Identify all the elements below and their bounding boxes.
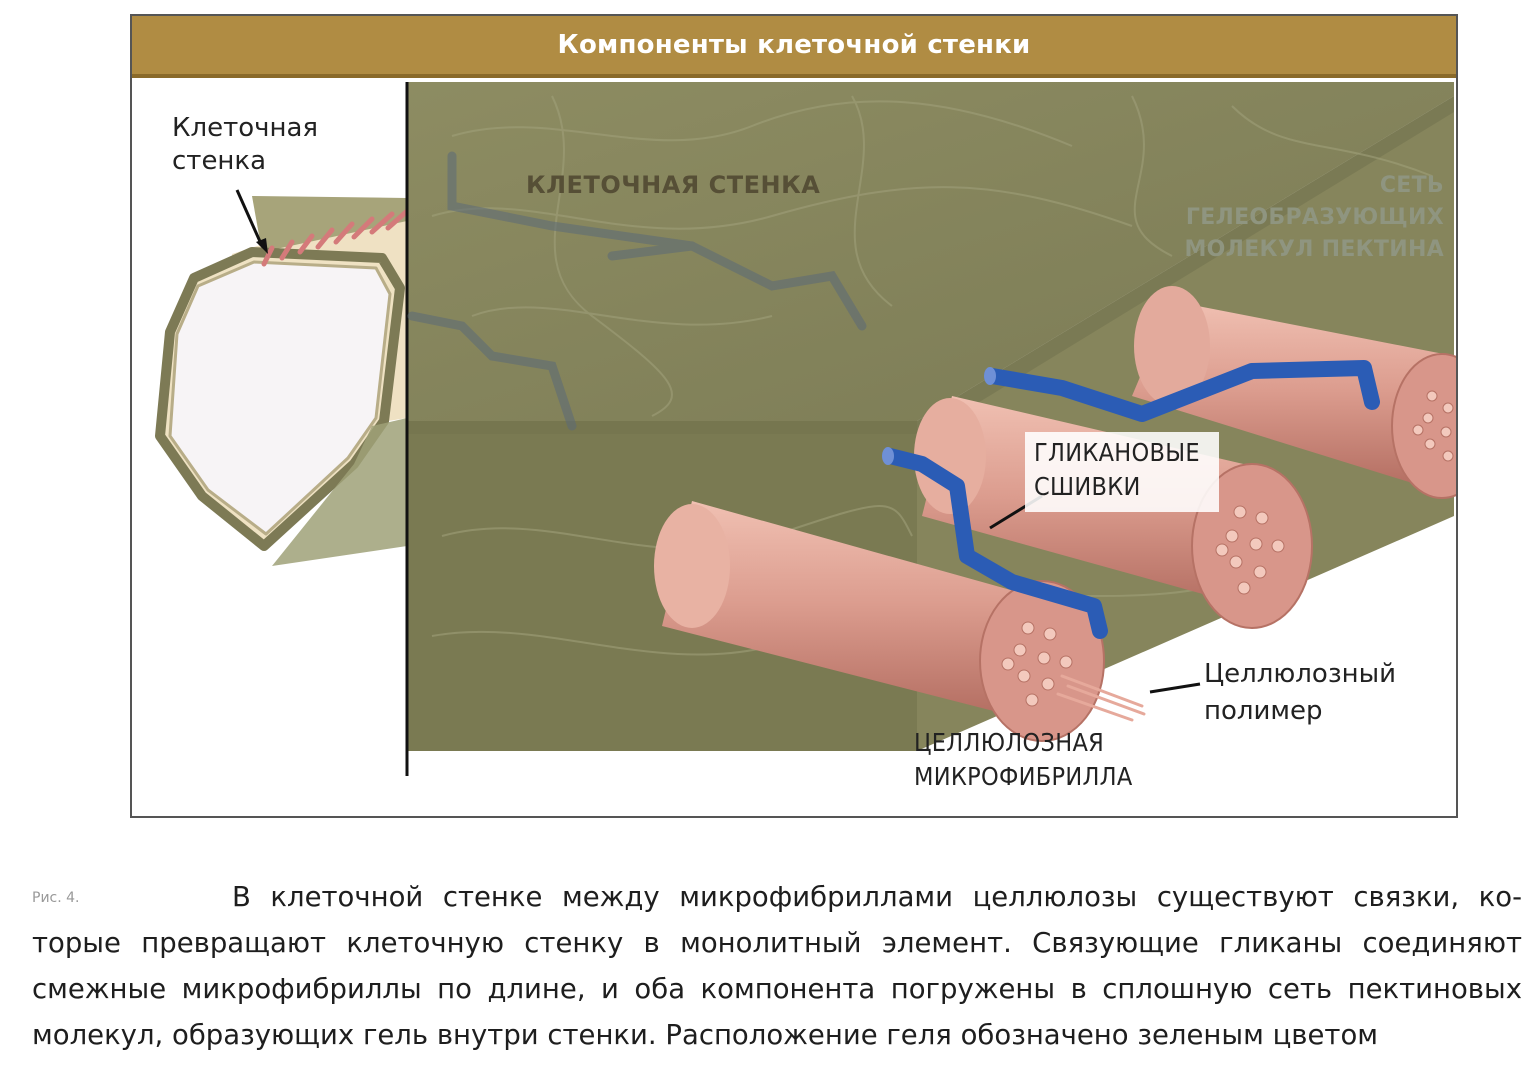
- microfibril-front: [654, 501, 1146, 742]
- gel-top-face: [407, 82, 1454, 421]
- caption-line-3: смежные микрофибриллы по длине, и оба ко…: [32, 973, 1522, 1005]
- microfibril-label-line2: МИКРОФИБРИЛЛА: [914, 762, 1133, 791]
- glycan-crosslinks: [882, 360, 1380, 639]
- figure-panel: Компоненты клеточной стенки Клеточная ст…: [130, 14, 1458, 818]
- glycan-crosslinks-label: ГЛИКАНОВЫЕ СШИВКИ: [1034, 436, 1200, 504]
- pectin-label-line1: СЕТЬ: [1379, 173, 1444, 198]
- figure-caption: В клеточной стенке между микрофибриллами…: [32, 874, 1522, 1058]
- cell-wall-pointer: [235, 189, 264, 247]
- caption-line-2: торые превращают клеточную стенку в моно…: [32, 927, 1522, 959]
- cell-wall-label: Клеточная стенка: [172, 112, 318, 178]
- caption-line-1: В клеточной стенке между микрофибриллами…: [232, 881, 1522, 913]
- glycan-label-line2: СШИВКИ: [1034, 472, 1141, 501]
- microfibril-label-line1: ЦЕЛЛЮЛОЗНАЯ: [914, 728, 1105, 757]
- pectin-label-line3: МОЛЕКУЛ ПЕКТИНА: [1184, 237, 1444, 262]
- glycan-label-backdrop: [1025, 432, 1219, 512]
- cell-tube: [155, 196, 409, 566]
- embedded-glycans: [407, 151, 867, 431]
- polymer-label-line1: Целлюлозный: [1204, 659, 1397, 689]
- cellulose-polymer-strands: [1056, 674, 1146, 722]
- microfibril-back: [1132, 286, 1456, 499]
- polymer-label-line2: полимер: [1204, 696, 1323, 726]
- caption-line-4: молекул, образующих гель внутри стенки. …: [32, 1019, 1379, 1051]
- cellulose-microfibril-label: ЦЕЛЛЮЛОЗНАЯ МИКРОФИБРИЛЛА: [914, 726, 1133, 794]
- figure-number: Рис. 4.: [32, 890, 80, 906]
- cell-wall-diagram: [155, 82, 1456, 776]
- cell-wall-pointer-head: [256, 238, 268, 254]
- inner-cell-wall-label: КЛЕТОЧНАЯ СТЕНКА: [526, 171, 821, 199]
- cell-wall-label-line1: Клеточная: [172, 113, 319, 143]
- pectin-network-label: СЕТЬ ГЕЛЕОБРАЗУЮЩИХ МОЛЕКУЛ ПЕКТИНА: [1184, 170, 1444, 266]
- polymer-pointer: [1149, 682, 1201, 694]
- cellulose-polymer-label: Целлюлозный полимер: [1204, 656, 1396, 730]
- figure-title: Компоненты клеточной стенки: [557, 30, 1031, 60]
- cell-wall-label-line2: стенка: [172, 146, 267, 176]
- figure-header: Компоненты клеточной стенки: [132, 16, 1456, 78]
- glycan-label-line1: ГЛИКАНОВЫЕ: [1034, 438, 1200, 467]
- tube-microfibril-stripes: [261, 209, 409, 267]
- pectin-label-line2: ГЕЛЕОБРАЗУЮЩИХ: [1185, 205, 1444, 230]
